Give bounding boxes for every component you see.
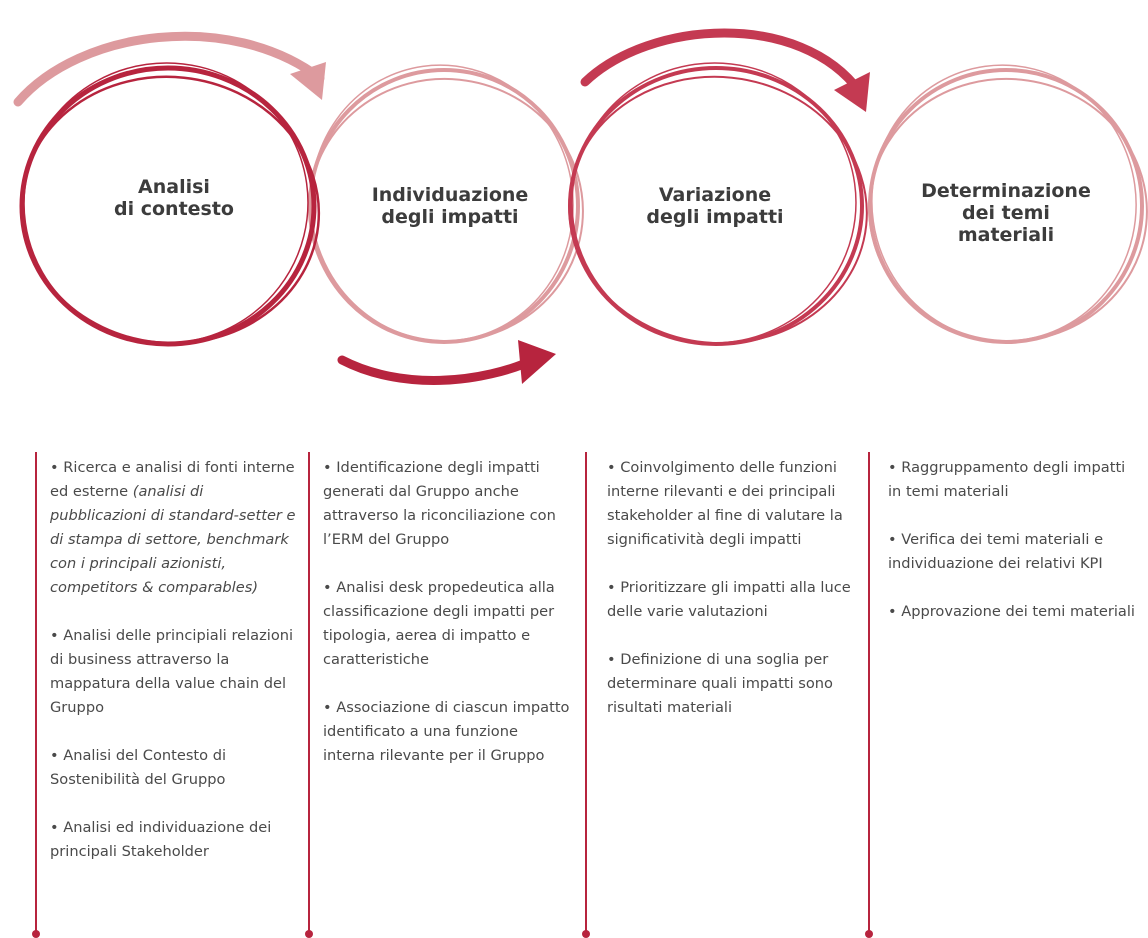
column-3-line (585, 452, 587, 932)
column-2-item-3: • Associazione di ciascun impatto identi… (323, 699, 570, 764)
column-4-item-3: • Approvazione dei temi materiali (888, 603, 1135, 620)
process-diagram (13, 28, 1148, 385)
column-3-item-2: • Prioritizzare gli impatti alla luce de… (607, 579, 851, 620)
column-4: • Raggruppamento degli impatti in temi m… (865, 452, 1135, 938)
arrow-top-1 (13, 31, 325, 107)
column-3-dot (582, 930, 590, 938)
stage-title-2: Individuazione degli impatti (371, 184, 529, 228)
arrowhead-top-1 (290, 62, 326, 100)
arrow-top-2 (580, 28, 865, 97)
column-2-item-2: • Analisi desk propedeutica alla classif… (323, 579, 555, 668)
column-2-item-1: • Identificazione degli impatti generati… (323, 459, 556, 548)
column-1-line (35, 452, 37, 932)
arrowhead-top-2 (834, 72, 870, 112)
circle-4 (868, 64, 1148, 344)
column-4-item-1: • Raggruppamento degli impatti in temi m… (888, 459, 1126, 500)
column-1-item-4: • Analisi ed individuazione dei principa… (50, 819, 272, 860)
arrow-bottom (337, 353, 543, 385)
column-3: • Coinvolgimento delle funzioni interne … (582, 452, 851, 938)
circle-1 (19, 62, 321, 347)
stage-title-3: Variazione degli impatti (646, 184, 784, 228)
column-4-line (868, 452, 870, 932)
column-1-item-3: • Analisi del Contesto di Sostenibilità … (50, 747, 227, 788)
column-3-item-3: • Definizione di una soglia per determin… (607, 651, 833, 716)
column-4-item-2: • Verifica dei temi materiali e individu… (888, 531, 1104, 572)
column-1-item-2: • Analisi delle principiali relazioni di… (50, 627, 294, 716)
stage-title-4: Determinazione dei temi materiali (921, 180, 1091, 246)
column-3-item-1: • Coinvolgimento delle funzioni interne … (607, 459, 843, 548)
arrowhead-bottom (518, 340, 556, 384)
column-1: • Ricerca e analisi di fonti interne ed … (32, 452, 296, 938)
circle-3 (568, 62, 868, 346)
stage-title-1: Analisi di contesto (114, 176, 234, 220)
column-4-dot (865, 930, 873, 938)
column-2-line (308, 452, 310, 932)
column-1-item-1: • Ricerca e analisi di fonti interne ed … (50, 459, 296, 596)
column-2: • Identificazione degli impatti generati… (305, 452, 570, 938)
column-2-dot (305, 930, 313, 938)
column-1-dot (32, 930, 40, 938)
